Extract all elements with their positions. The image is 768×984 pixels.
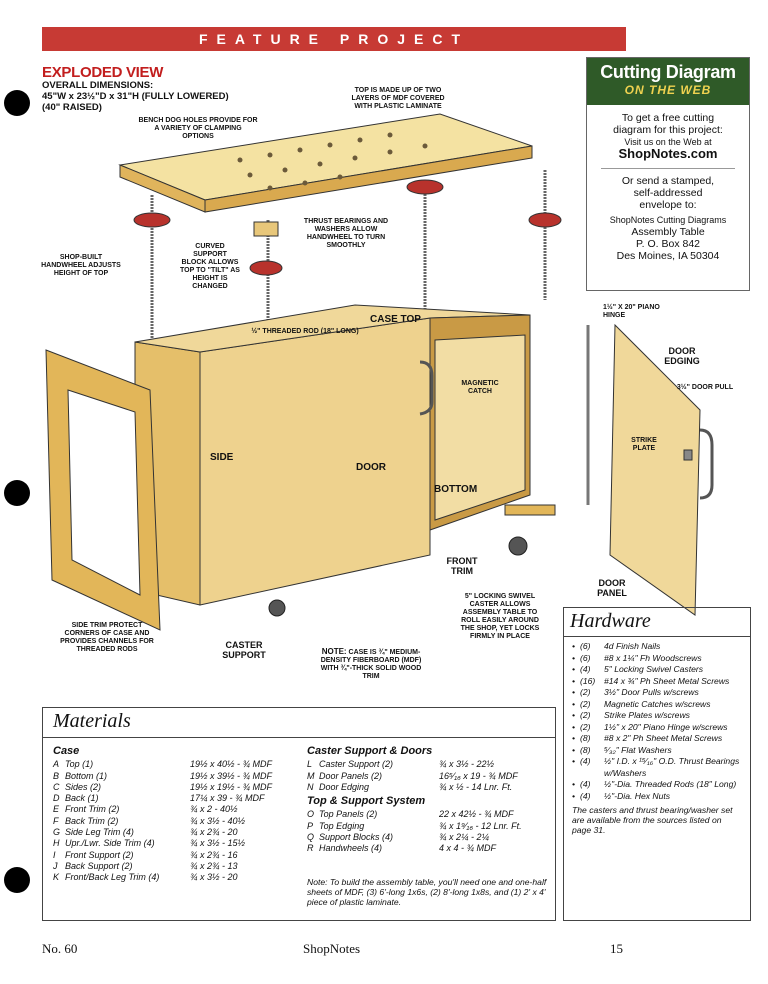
label-door-edging: DOOR EDGING — [664, 346, 700, 366]
list-item: •(4)½"-Dia. Threaded Rods (18" Long) — [572, 779, 737, 789]
list-item: •(6)4d Finish Nails — [572, 641, 661, 651]
hardware-title: Hardware — [564, 608, 750, 637]
exploded-view-title: EXPLODED VIEW — [42, 64, 164, 81]
page-number: 15 — [610, 941, 623, 956]
callout-bench-dog-holes: BENCH DOG HOLES PROVIDE FOR A VARIETY OF… — [138, 117, 258, 140]
overall-dimensions: OVERALL DIMENSIONS: 45"W x 23½"D x 31"H … — [42, 80, 229, 113]
callout-case-note: NOTE: CASE IS ¾" MEDIUM-DENSITY FIBERBOA… — [320, 647, 422, 681]
cutting-diagram-box: Cutting Diagram ON THE WEB To get a free… — [586, 57, 750, 291]
exploded-view-illustration — [45, 113, 714, 631]
hardware-box: Hardware •(6)4d Finish Nails •(6)#8 x 1¼… — [563, 607, 751, 921]
list-item: •(6)#8 x 1¼" Fh Woodscrews — [572, 652, 702, 663]
label-door: DOOR — [356, 462, 386, 473]
callout-thrust-bearings: THRUST BEARINGS AND WASHERS ALLOW HANDWH… — [303, 218, 389, 249]
footer-brand: ShopNotes — [303, 941, 361, 956]
label-door-panel: DOOR PANEL — [597, 578, 627, 598]
binder-hole — [4, 867, 30, 893]
callout-top-layers: TOP IS MADE UP OF TWO LAYERS OF MDF COVE… — [351, 87, 445, 110]
list-item: •(16)#14 x ¾" Ph Sheet Metal Screws — [572, 675, 730, 686]
label-side: SIDE — [210, 452, 234, 463]
callout-strike-plate: STRIKE PLATE — [631, 437, 657, 452]
cutting-diagram-body: To get a free cutting diagram for this p… — [587, 105, 749, 262]
callout-door-pull: 3½" DOOR PULL — [676, 384, 734, 391]
list-item: •(8)⁵⁄₃₂" Flat Washers — [572, 744, 672, 755]
list-item: •(2)Strike Plates w/screws — [572, 710, 690, 720]
callout-curved-support: CURVED SUPPORT BLOCK ALLOWS TOP TO "TILT… — [180, 243, 240, 290]
list-item: •(4)5" Locking Swivel Casters — [572, 664, 704, 674]
label-case-top: CASE TOP — [370, 314, 421, 325]
callout-side-trim: SIDE TRIM PROTECT CORNERS OF CASE AND PR… — [60, 622, 154, 653]
callout-threaded-rod: ½" THREADED ROD (18" LONG) — [251, 328, 359, 335]
list-item: •(2)Magnetic Catches w/screws — [572, 698, 711, 709]
list-item: •(2)3½" Door Pulls w/screws — [572, 687, 699, 697]
hardware-list: •(6)4d Finish Nails •(6)#8 x 1¼" Fh Wood… — [564, 637, 750, 802]
feature-banner: FEATURE PROJECT — [42, 27, 626, 51]
binder-hole — [4, 90, 30, 116]
binder-hole — [4, 480, 30, 506]
materials-title: Materials — [43, 708, 555, 738]
label-front-trim: FRONT TRIM — [446, 556, 478, 576]
issue-number: No. 60 — [42, 941, 78, 956]
label-bottom: BOTTOM — [434, 484, 478, 495]
callout-caster: 5" LOCKING SWIVEL CASTER ALLOWS ASSEMBLY… — [460, 593, 540, 640]
callout-handwheel: SHOP-BUILT HANDWHEEL ADJUSTS HEIGHT OF T… — [41, 254, 121, 277]
list-item: •(8)#8 x 2" Ph Sheet Metal Screws — [572, 733, 723, 743]
list-item: •(2)1½" x 20" Piano Hinge w/screws — [572, 721, 728, 732]
label-caster-support: CASTER SUPPORT — [222, 640, 266, 660]
shopnotes-url-link[interactable]: ShopNotes.com — [618, 146, 718, 161]
callout-magnetic-catch: MAGNETIC CATCH — [461, 380, 499, 395]
materials-note: Note: To build the assembly table, you'l… — [307, 877, 547, 907]
list-item: •(4)½" I.D. x ¹⁵⁄₁₆" O.D. Thrust Bearing… — [572, 756, 740, 778]
cutting-diagram-header: Cutting Diagram ON THE WEB — [587, 58, 749, 105]
callout-piano-hinge: 1½" x 20" PIANO HINGE — [603, 304, 660, 319]
list-item: •(4)½"-Dia. Hex Nuts — [572, 790, 671, 801]
hardware-note: The casters and thrust bearing/washer se… — [572, 805, 733, 835]
